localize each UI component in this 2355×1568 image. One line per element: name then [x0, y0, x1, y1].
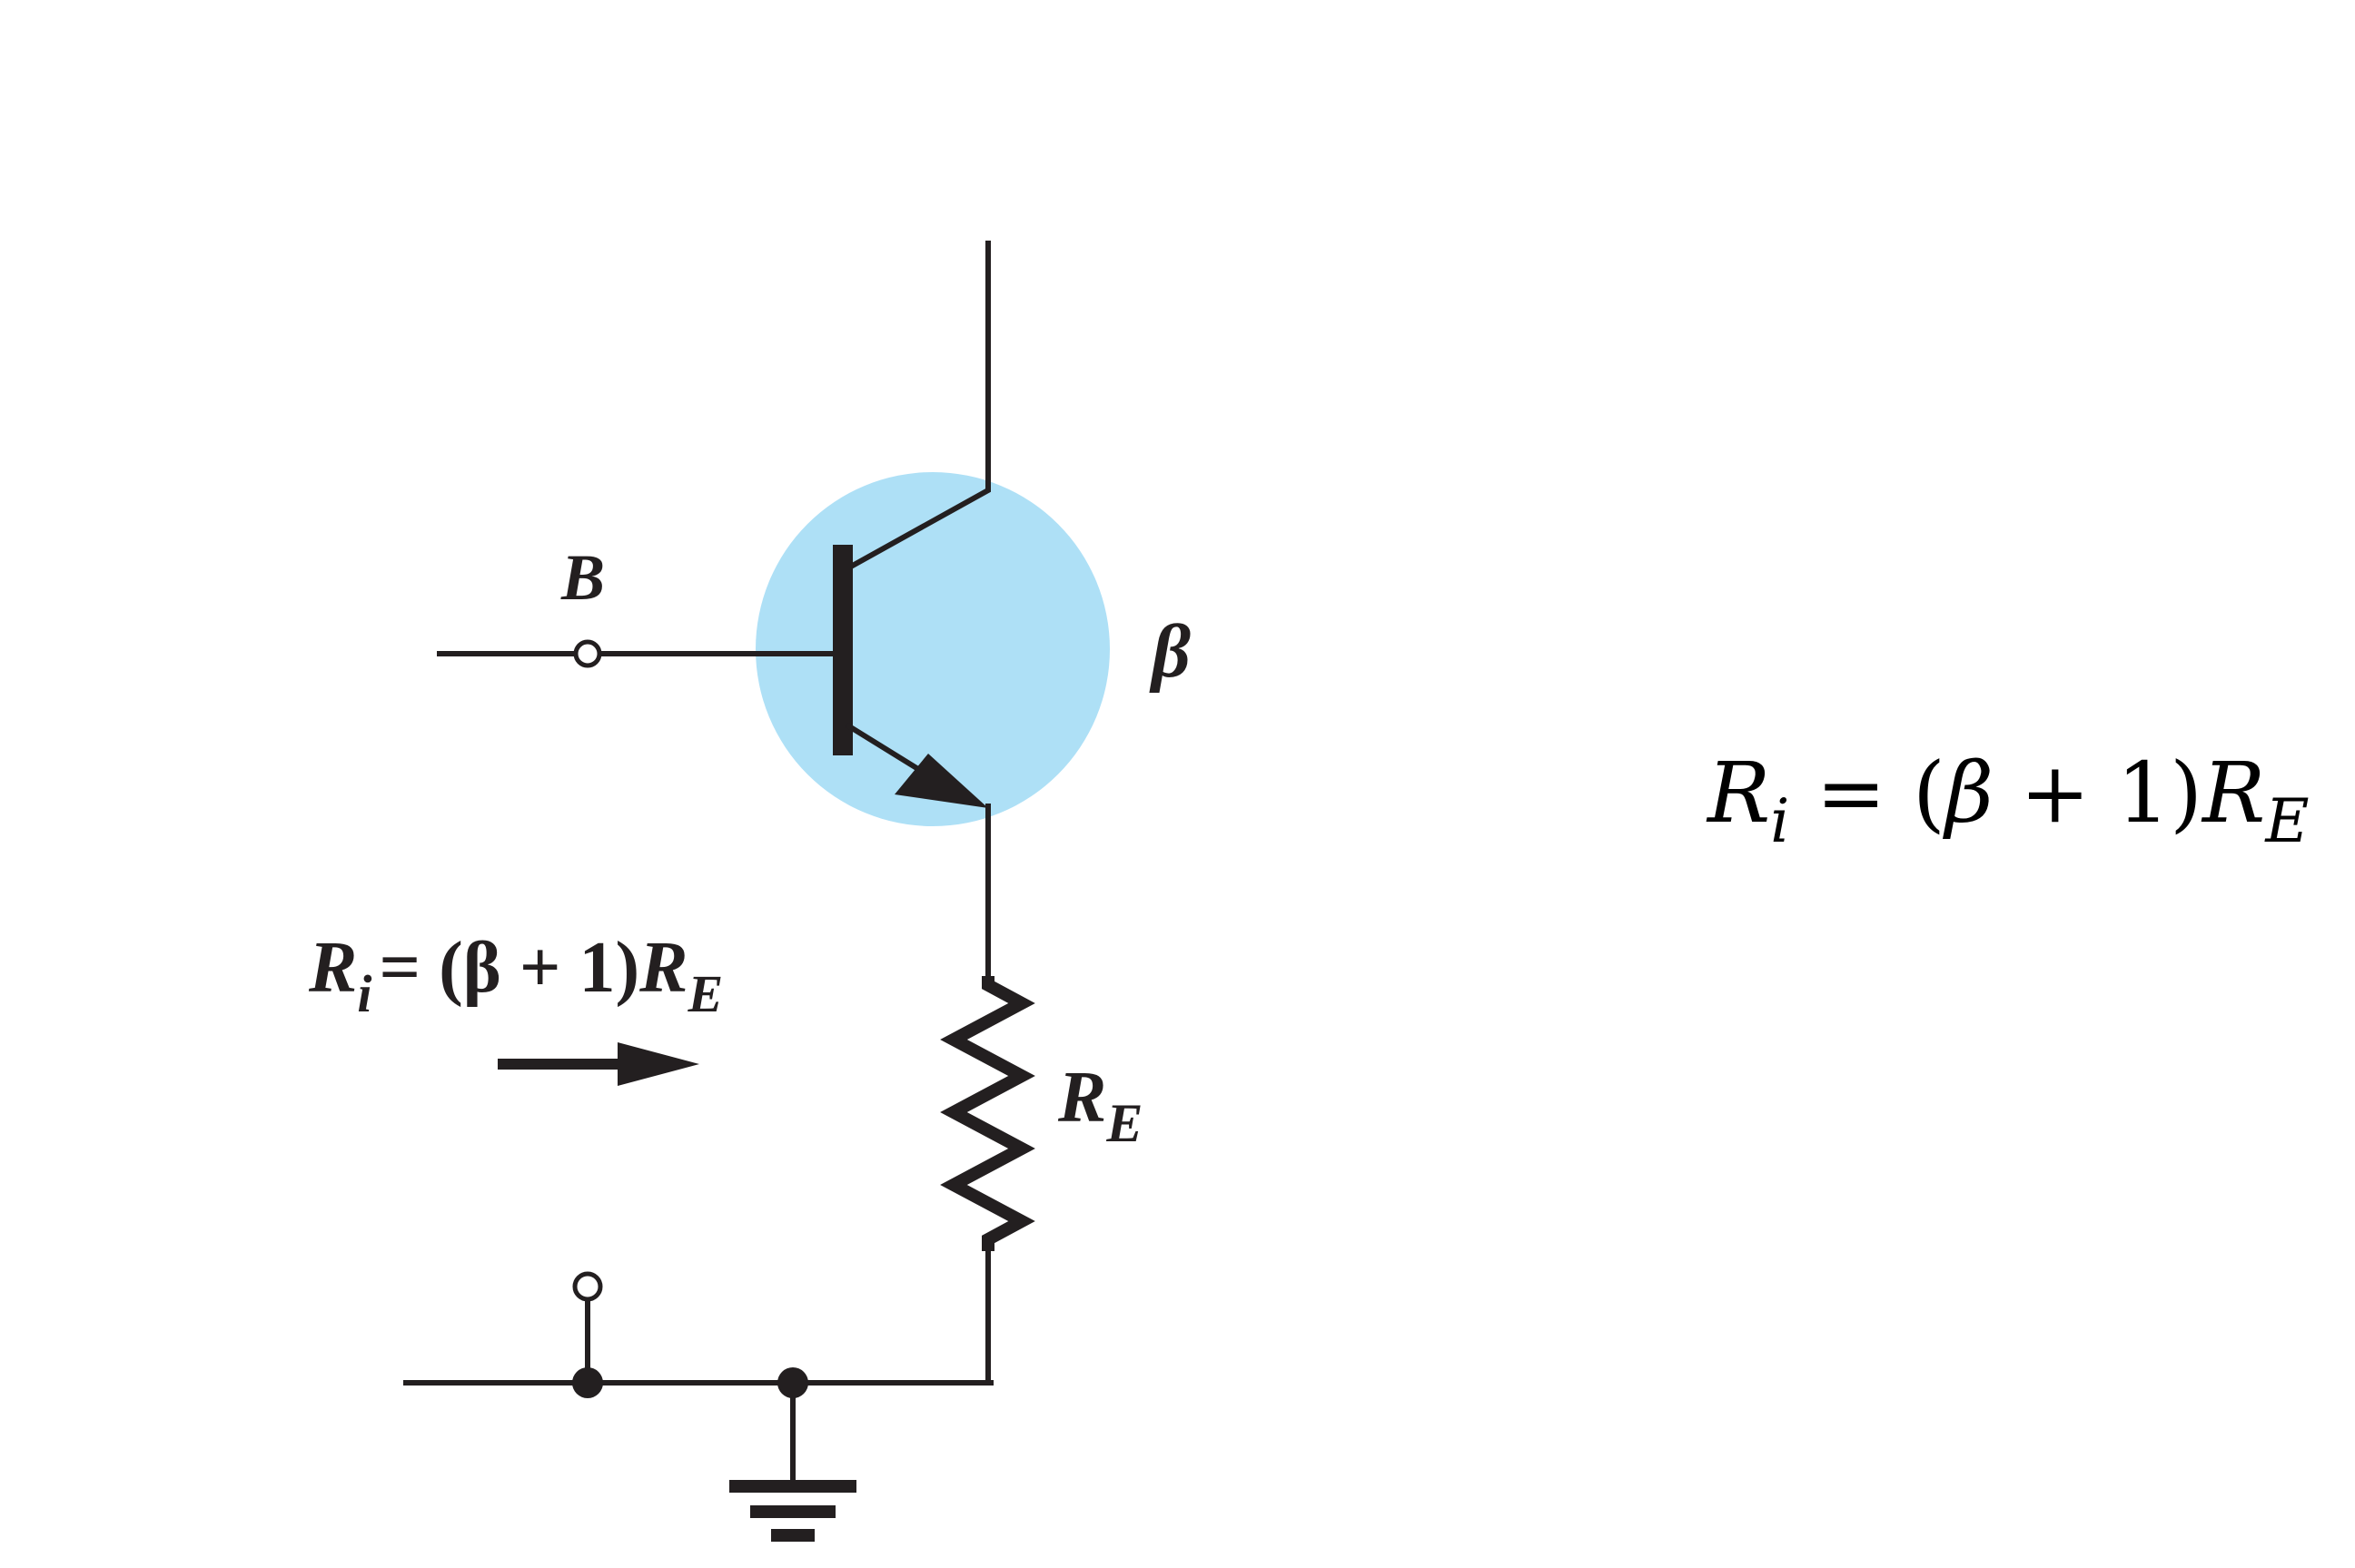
input-resistance-rhs-sub: E	[687, 964, 723, 1023]
base-bar	[833, 545, 853, 755]
emitter-arrow	[895, 754, 988, 808]
input-resistance-formula: Ri = (β + 1)RE	[1706, 745, 2310, 856]
formula-rest: + 1)	[1994, 745, 2202, 842]
base-terminal-label: B	[560, 541, 605, 614]
resistor-label: RE	[1057, 1058, 1143, 1153]
formula-beta: β	[1943, 745, 1994, 842]
resistor-label-main: R	[1057, 1058, 1106, 1138]
emitter-resistor	[940, 976, 1035, 1251]
gain-label: β	[1149, 609, 1191, 694]
input-direction-arrow-icon	[618, 1042, 699, 1086]
input-resistance-rhs: = (β + 1)	[379, 928, 639, 1008]
ground-icon-bar-2	[750, 1505, 836, 1518]
output-terminal	[572, 1271, 603, 1302]
collector-wire	[845, 241, 991, 572]
ground-icon-bar-1	[729, 1480, 856, 1493]
input-resistance-label: Ri= (β + 1)RE	[308, 928, 723, 1023]
input-resistance-lhs: R	[308, 928, 357, 1008]
input-resistance-rhs-var: R	[638, 928, 688, 1008]
resistor-label-sub: E	[1105, 1093, 1143, 1153]
ground-icon-bar-3	[771, 1529, 815, 1542]
rail-junction-left	[572, 1367, 603, 1398]
formula-lhs: R	[1706, 745, 1770, 842]
formula-rhs-sub: E	[2264, 786, 2309, 856]
formula-rhs-var: R	[2201, 745, 2265, 842]
input-resistance-lhs-sub: i	[357, 964, 371, 1023]
base-terminal	[573, 639, 602, 668]
formula-eq: = (	[1789, 745, 1944, 842]
formula-lhs-sub: i	[1770, 786, 1789, 856]
